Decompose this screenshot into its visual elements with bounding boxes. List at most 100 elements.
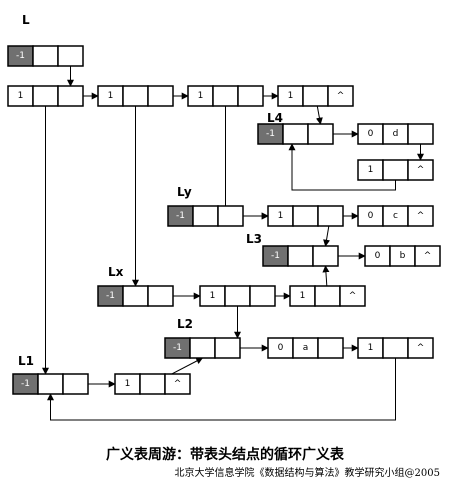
node-cell-value: 1 xyxy=(288,91,294,101)
node-cell xyxy=(217,205,244,227)
node-cell-value: 1 xyxy=(18,91,24,101)
node-cell xyxy=(249,285,276,307)
list-node: 0 c ^ xyxy=(357,205,434,227)
node-cell xyxy=(147,285,174,307)
list-label: Ly xyxy=(177,185,192,199)
list-head-node: -1 xyxy=(164,337,241,359)
node-cell xyxy=(164,373,191,395)
node-cell xyxy=(32,85,59,107)
list-node: 1 xyxy=(187,85,264,107)
node-cell-value: -1 xyxy=(21,379,30,389)
node-cell xyxy=(212,85,239,107)
list-label: L1 xyxy=(18,354,34,368)
node-cell xyxy=(57,45,84,67)
node-cell-value: -1 xyxy=(106,291,115,301)
node-cell xyxy=(37,373,64,395)
list-head-node: -1 xyxy=(262,245,339,267)
node-cell-value: -1 xyxy=(173,343,182,353)
node-cell xyxy=(407,205,434,227)
node-cell xyxy=(302,85,329,107)
list-head-node: -1 xyxy=(7,45,84,67)
node-cell-value: 1 xyxy=(300,291,306,301)
node-cell-value: 1 xyxy=(198,91,204,101)
list-label: L xyxy=(22,13,30,27)
pointer-arrows xyxy=(42,56,424,421)
node-cell-value: 0 xyxy=(278,343,284,353)
pointer-arrow xyxy=(225,96,269,220)
list-node: 1 xyxy=(7,85,84,107)
node-cell-value: 0 xyxy=(368,211,374,221)
node-cell-value: -1 xyxy=(16,51,25,61)
list-head-node: -1 xyxy=(257,123,334,145)
list-head-node: -1 xyxy=(167,205,244,227)
node-cell-value: c xyxy=(393,211,398,221)
node-cell-value: ^ xyxy=(337,91,345,101)
node-cell-value: 0 xyxy=(375,251,381,261)
node-cell-value: ^ xyxy=(417,343,425,353)
list-label: L4 xyxy=(267,111,283,125)
node-cell xyxy=(282,123,309,145)
node-cell xyxy=(62,373,89,395)
list-head-node: -1 xyxy=(12,373,89,395)
node-cell xyxy=(407,337,434,359)
node-cell-value: ^ xyxy=(349,291,357,301)
list-head-node: -1 xyxy=(97,285,174,307)
node-cell-value: 1 xyxy=(210,291,216,301)
node-cell xyxy=(339,285,366,307)
node-cell-value: a xyxy=(303,343,309,353)
list-node: 1 xyxy=(97,85,174,107)
node-cell xyxy=(407,159,434,181)
node-cell xyxy=(414,245,441,267)
node-cell xyxy=(192,205,219,227)
node-cell-value: -1 xyxy=(176,211,185,221)
node-cell xyxy=(314,285,341,307)
list-node: 1^ xyxy=(114,373,191,395)
node-cell-value: ^ xyxy=(174,379,182,389)
node-cell xyxy=(122,285,149,307)
node-cell xyxy=(307,123,334,145)
node-cell xyxy=(32,45,59,67)
node-cell xyxy=(317,205,344,227)
pointer-arrow xyxy=(47,348,396,421)
node-cell-value: 1 xyxy=(108,91,114,101)
node-cell xyxy=(139,373,166,395)
list-node: 1 xyxy=(199,285,276,307)
node-cell-value: 1 xyxy=(278,211,284,221)
node-cell xyxy=(147,85,174,107)
list-label: Lx xyxy=(108,265,124,279)
node-cell-value: b xyxy=(400,251,406,261)
node-cell xyxy=(224,285,251,307)
node-cell xyxy=(382,337,409,359)
list-label: L2 xyxy=(177,317,193,331)
node-cell-value: 0 xyxy=(368,129,374,139)
list-node: 1^ xyxy=(277,85,354,107)
node-cell xyxy=(317,337,344,359)
node-cell xyxy=(214,337,241,359)
node-cell xyxy=(122,85,149,107)
node-cell-value: -1 xyxy=(271,251,280,261)
node-cell-value: -1 xyxy=(266,129,275,139)
node-cell xyxy=(407,123,434,145)
credit-line: 北京大学信息学院《数据结构与算法》教学研究小组@2005 xyxy=(174,468,440,479)
node-cell xyxy=(292,205,319,227)
node-cell-value: 1 xyxy=(368,343,374,353)
node-cell-value: ^ xyxy=(417,165,425,175)
node-cell xyxy=(189,337,216,359)
list-label: L3 xyxy=(246,232,262,246)
list-node: 1^ xyxy=(357,159,434,181)
node-cell xyxy=(312,245,339,267)
node-cell xyxy=(287,245,314,267)
node-cell-value: ^ xyxy=(417,211,425,221)
node-cell xyxy=(57,85,84,107)
node-cell xyxy=(382,159,409,181)
node-cell-value: 1 xyxy=(368,165,374,175)
node-cell-value: d xyxy=(393,129,399,139)
list-node: 1^ xyxy=(357,337,434,359)
node-cell xyxy=(237,85,264,107)
